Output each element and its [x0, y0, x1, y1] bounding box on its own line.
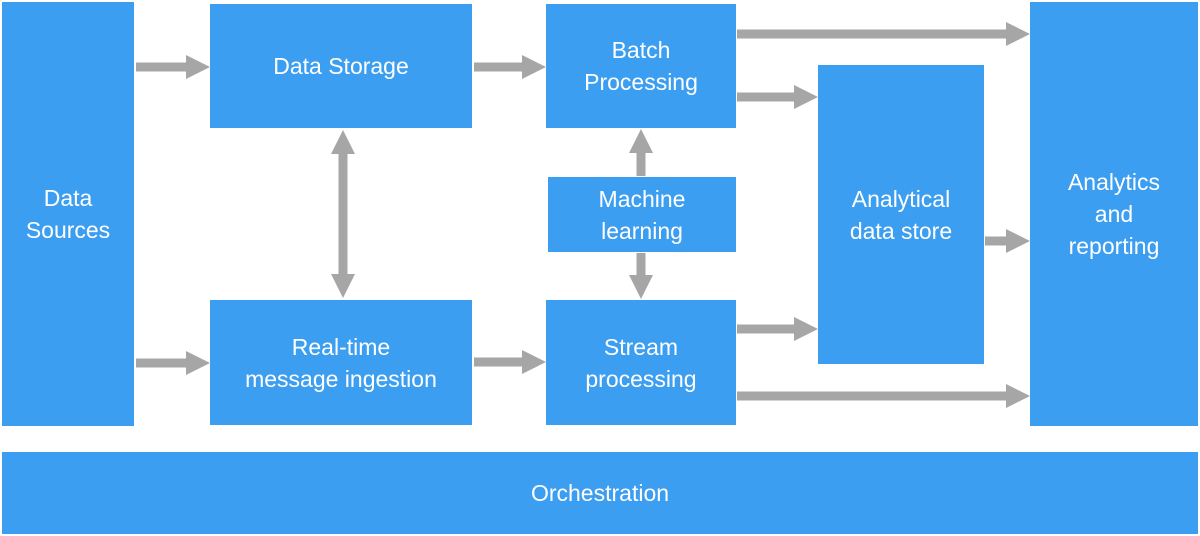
analytical-data-store-label: Analytical data store	[849, 185, 953, 244]
arrow-batch-to-analytics	[737, 22, 1030, 46]
arrow-sources-to-storage	[136, 55, 210, 79]
arrow-storage-realtime-bidirectional	[331, 130, 355, 298]
arrow-stream-to-store	[737, 317, 818, 341]
data-sources-label: Data Sources	[25, 185, 111, 243]
analytical-data-store-box: Analytical data store	[818, 65, 984, 364]
arrow-storage-to-batch	[474, 55, 546, 79]
analytics-reporting-label: Analytics and reporting	[1067, 169, 1161, 259]
arrow-batch-to-store	[737, 85, 818, 109]
batch-processing-box: Batch Processing	[546, 4, 736, 128]
arrow-store-to-analytics	[985, 229, 1030, 253]
stream-processing-box: Stream processing	[546, 300, 736, 425]
arrow-ml-to-batch	[629, 129, 653, 176]
batch-processing-label: Batch Processing	[584, 37, 698, 95]
orchestration-label: Orchestration	[530, 480, 670, 506]
realtime-ingestion-box: Real-time message ingestion	[210, 300, 472, 425]
arrow-realtime-to-stream	[474, 350, 546, 374]
data-storage-label: Data Storage	[273, 53, 409, 79]
machine-learning-box: Machine learning	[548, 177, 736, 252]
orchestration-box: Orchestration	[2, 452, 1198, 534]
data-sources-box: Data Sources	[2, 2, 134, 426]
stream-processing-label: Stream processing	[585, 333, 697, 392]
machine-learning-label: Machine learning	[598, 185, 686, 244]
arrow-ml-to-stream	[629, 253, 653, 299]
data-storage-box: Data Storage	[210, 4, 472, 128]
arrow-sources-to-realtime	[136, 351, 210, 375]
arrow-stream-to-analytics	[737, 384, 1030, 408]
analytics-reporting-box: Analytics and reporting	[1030, 2, 1198, 426]
realtime-ingestion-label: Real-time message ingestion	[245, 333, 437, 392]
